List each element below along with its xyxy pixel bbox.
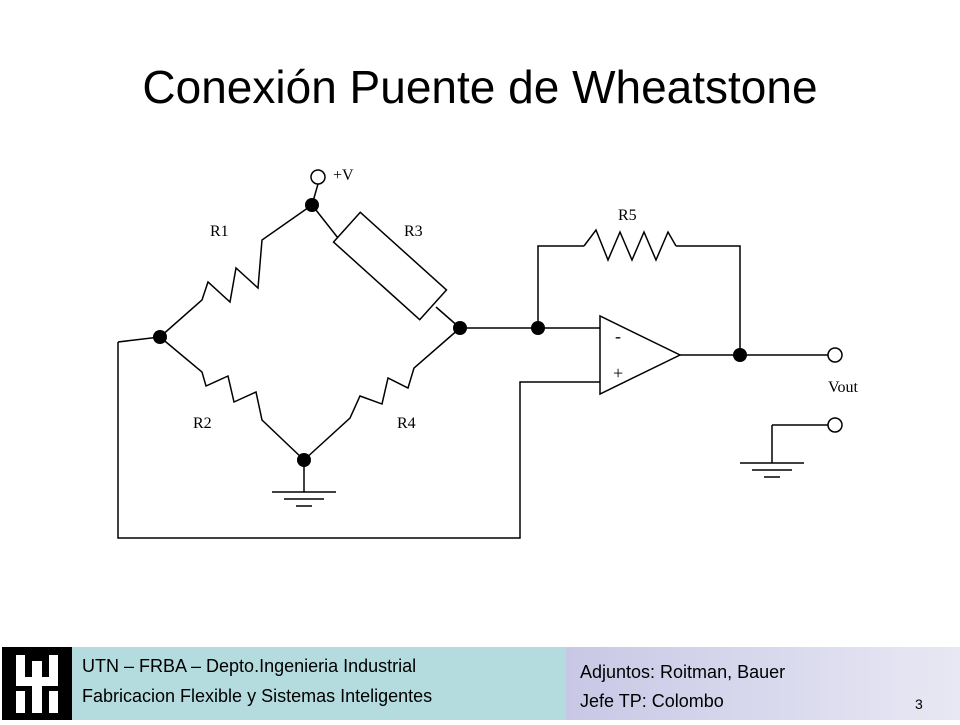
footer-right-band: Adjuntos: Roitman, Bauer Jefe TP: Colomb… (566, 647, 960, 720)
page-number: 3 (915, 696, 923, 712)
node-feedback-in (531, 321, 545, 335)
label-r3: R3 (404, 223, 423, 240)
node-bottom (297, 453, 311, 467)
feedback-left-wire (537, 245, 584, 328)
label-r5: R5 (618, 207, 637, 224)
resistor-r5 (583, 228, 677, 262)
label-vplus: +V (333, 167, 354, 184)
slide-title: Conexión Puente de Wheatstone (142, 61, 818, 113)
wheatstone-bridge-diagram: +V R1 R3 R2 R4 R5 Vout - + (117, 167, 858, 539)
opamp-plus-sign: + (613, 363, 623, 383)
footer-course: Fabricacion Flexible y Sistemas Intelige… (82, 686, 433, 706)
utn-logo (2, 647, 72, 720)
vout-terminal (827, 347, 843, 363)
r3-lead-top (311, 204, 339, 239)
footer-jefe-tp: Jefe TP: Colombo (580, 691, 724, 711)
left-node-wire (117, 336, 161, 343)
resistor-r2 (159, 336, 305, 461)
footer: UTN – FRBA – Depto.Ingenieria Industrial… (0, 647, 960, 720)
footer-department: UTN – FRBA – Depto.Ingenieria Industrial (82, 656, 417, 676)
vplus-terminal (310, 169, 326, 185)
node-left (153, 330, 167, 344)
label-r4: R4 (397, 415, 416, 432)
node-top (305, 198, 319, 212)
node-right (453, 321, 467, 335)
label-r1: R1 (210, 223, 229, 240)
resistor-r1 (159, 204, 313, 338)
opamp-minus-sign: - (615, 326, 621, 346)
footer-left-band: UTN – FRBA – Depto.Ingenieria Industrial… (72, 647, 566, 720)
resistor-r4 (303, 327, 461, 461)
label-vout: Vout (828, 379, 858, 396)
loop-wire (117, 342, 600, 539)
op-amp (599, 314, 682, 396)
feedback-right-wire (676, 245, 741, 355)
node-output (733, 348, 747, 362)
resistor-r3 (332, 211, 448, 321)
footer-adjuntos: Adjuntos: Roitman, Bauer (580, 662, 786, 682)
label-r2: R2 (193, 415, 212, 432)
ground-terminal (827, 417, 843, 433)
